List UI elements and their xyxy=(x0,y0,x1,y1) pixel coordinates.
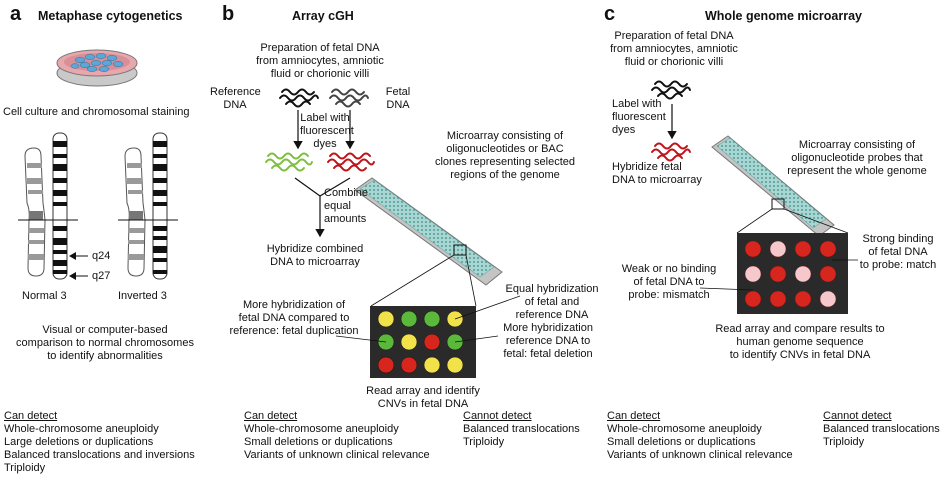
panel-b-title: Array cGH xyxy=(292,9,354,23)
dna-strand-icon xyxy=(265,80,691,172)
panel-c-can-detect: Can detect Whole-chromosome aneuploidy S… xyxy=(607,410,793,461)
panel-a-can-detect: Can detect Whole-chromosome aneuploidy L… xyxy=(4,410,195,474)
spot-grid-icon xyxy=(699,233,858,314)
microarray-slide-icon xyxy=(711,135,849,237)
b-step-hybridize: Hybridize combined DNA to microarray xyxy=(266,243,364,268)
c-step-label: Label with fluorescent dyes xyxy=(612,98,666,136)
label-q24: q24 xyxy=(92,250,111,262)
b-step-prep: Preparation of fetal DNA from amniocytes… xyxy=(256,42,384,80)
c-step-hybridize: Hybridize fetal DNA to microarray xyxy=(612,161,702,186)
petri-dish-icon xyxy=(56,49,138,87)
panel-c-title: Whole genome microarray xyxy=(705,9,862,23)
b-annot-more-fetal: More hybridization of fetal DNA compared… xyxy=(229,299,359,337)
panel-a-title: Metaphase cytogenetics xyxy=(38,9,183,23)
c-step-read: Read array and compare results to human … xyxy=(715,323,885,361)
step-culture: Cell culture and chromosomal staining xyxy=(3,106,190,118)
b-step-label: Label with fluorescent dyes xyxy=(300,112,354,150)
c-annot-strong: Strong binding of fetal DNA to probe: ma… xyxy=(859,233,937,271)
label-fetal-dna: Fetal DNA xyxy=(385,86,411,111)
label-q27: q27 xyxy=(92,270,111,282)
panel-b-letter: b xyxy=(222,3,235,25)
microarray-slide-icon xyxy=(354,177,503,307)
c-step-prep: Preparation of fetal DNA from amniocytes… xyxy=(610,30,738,68)
b-step-read: Read array and identify CNVs in fetal DN… xyxy=(366,385,480,410)
spot-grid-icon xyxy=(335,295,521,378)
b-annot-equal: Equal hybridization of fetal and referen… xyxy=(505,283,599,321)
panel-a-letter: a xyxy=(10,3,22,25)
label-normal: Normal 3 xyxy=(22,290,67,302)
label-reference-dna: Reference DNA xyxy=(210,86,261,111)
b-step-combine: Combine equal amounts xyxy=(324,187,369,225)
chromosome-icon xyxy=(18,132,178,280)
b-annot-more-ref: More hybridization reference DNA to feta… xyxy=(503,322,593,360)
label-inverted: Inverted 3 xyxy=(118,290,167,302)
b-microarray-desc: Microarray consisting of oligonucleotide… xyxy=(434,130,576,181)
panel-c-cannot-detect: Cannot detect Balanced translocations Tr… xyxy=(823,410,940,448)
step-compare: Visual or computer-based comparison to n… xyxy=(16,324,194,362)
panel-b-cannot-detect: Cannot detect Balanced translocations Tr… xyxy=(463,410,580,448)
c-microarray-desc: Microarray consisting of oligonucleotide… xyxy=(787,139,927,177)
c-annot-weak: Weak or no binding of fetal DNA to probe… xyxy=(621,263,717,301)
panel-c-letter: c xyxy=(604,3,616,25)
panel-b-can-detect: Can detect Whole-chromosome aneuploidy S… xyxy=(244,410,430,461)
